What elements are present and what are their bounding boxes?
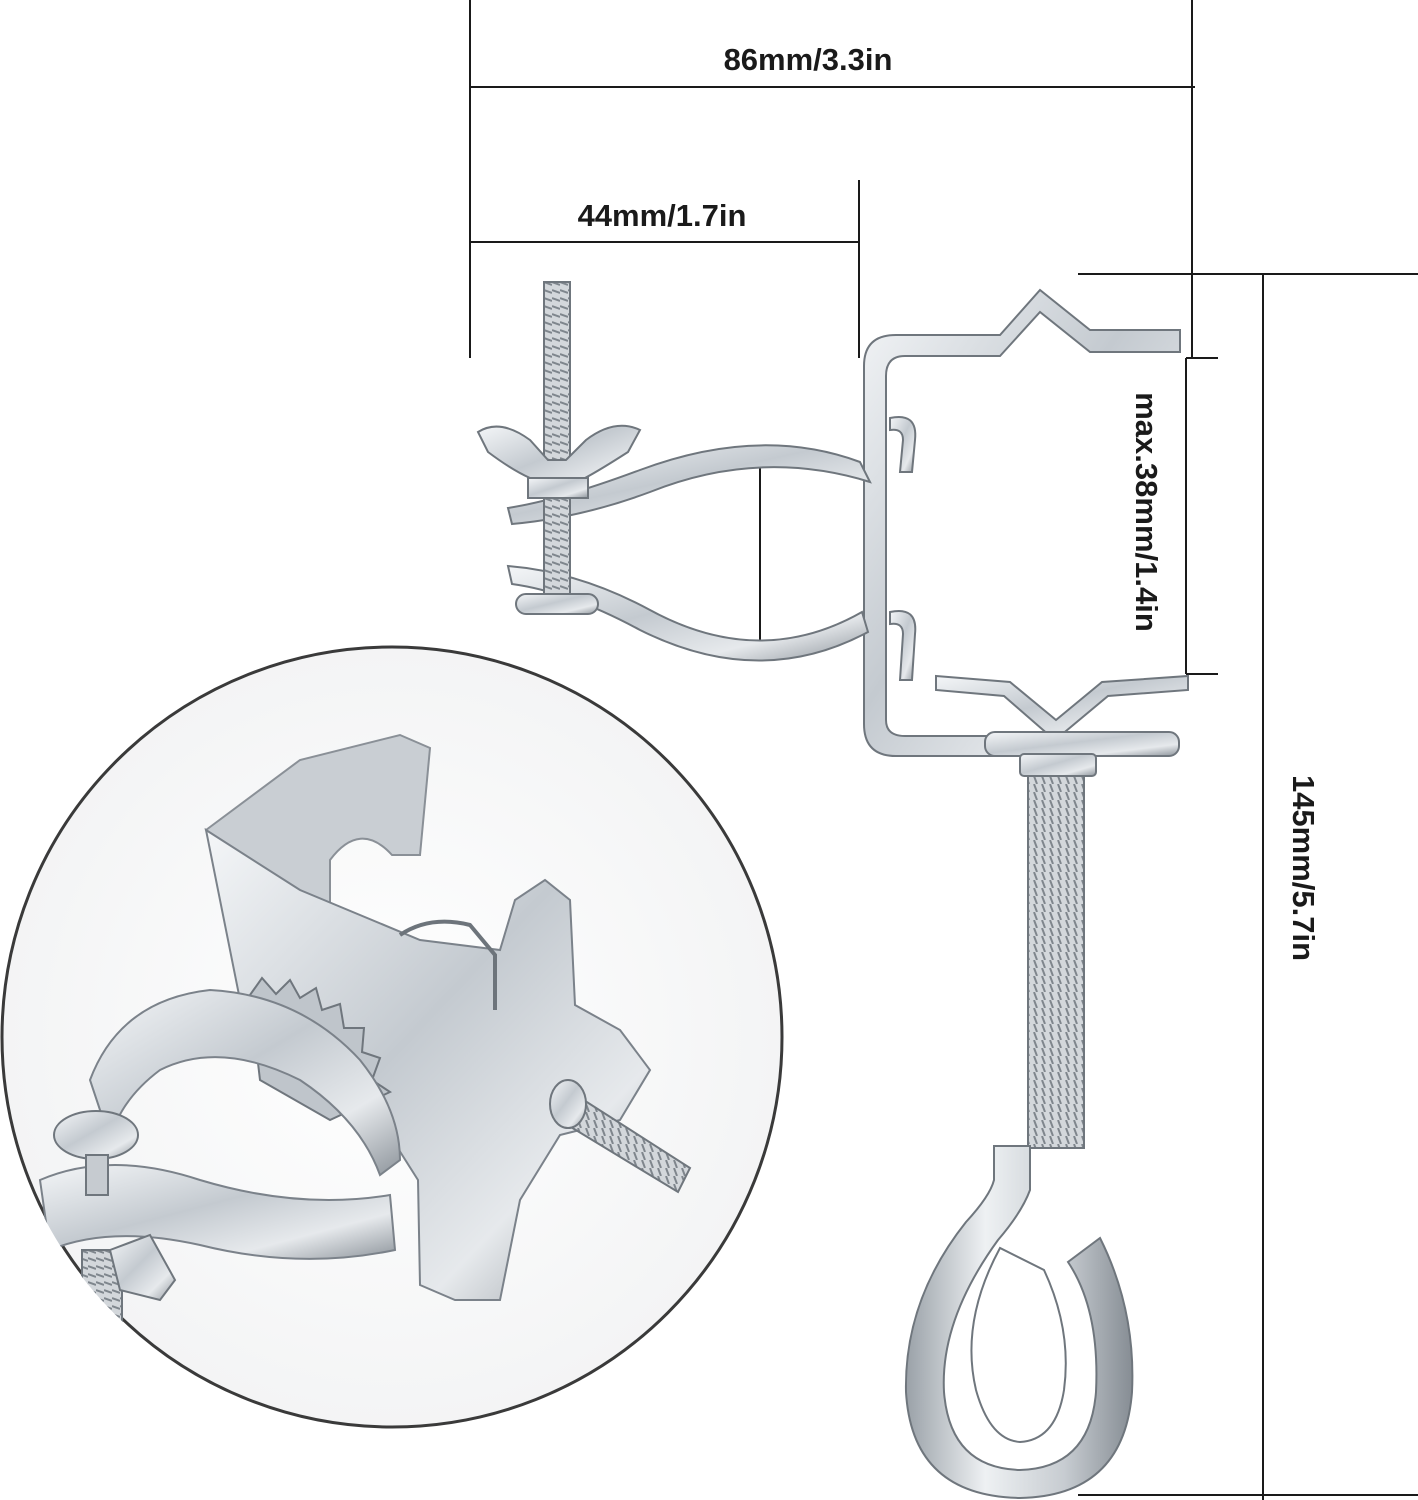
zoom-curved-band	[88, 988, 402, 1177]
eye-bolt-thread	[1027, 775, 1085, 1149]
v-saddle-plate	[935, 674, 1189, 737]
zoom-carriage-bolt-neck	[85, 1154, 109, 1196]
bolt-nut	[1019, 753, 1097, 777]
u-bracket	[863, 288, 1181, 757]
wing-nut	[476, 424, 642, 493]
zoom-carriage-bolt-head	[53, 1110, 139, 1160]
washer-plate	[984, 731, 1180, 757]
clamp-band	[506, 444, 872, 526]
zoom-rod-washer	[549, 1079, 587, 1129]
bracket-tab-upper	[889, 416, 917, 473]
dimension-label-width-clamp: 44mm/1.7in	[578, 198, 747, 233]
clamp-bolt-thread	[543, 281, 571, 603]
zoom-bracket-inner-edge	[398, 919, 497, 1010]
detail-zoom-circle	[0, 645, 784, 1429]
eye-bolt-loop	[904, 1145, 1134, 1500]
eye-bolt-loop-inner	[970, 1246, 1067, 1444]
zoom-wing-nut	[108, 1233, 177, 1302]
wing-nut-base	[527, 477, 589, 499]
dimension-label-width-total: 86mm/3.3in	[724, 42, 893, 77]
clamp-illustration	[476, 281, 1189, 1500]
dimension-label-opening-max: max.38mm/1.4in	[1129, 392, 1164, 632]
clamp-band-lower	[506, 564, 870, 662]
dimension-label-height-total: 145mm/5.7in	[1286, 775, 1321, 961]
clamp-bolt-head	[515, 593, 599, 615]
bracket-tab-lower	[889, 610, 917, 681]
